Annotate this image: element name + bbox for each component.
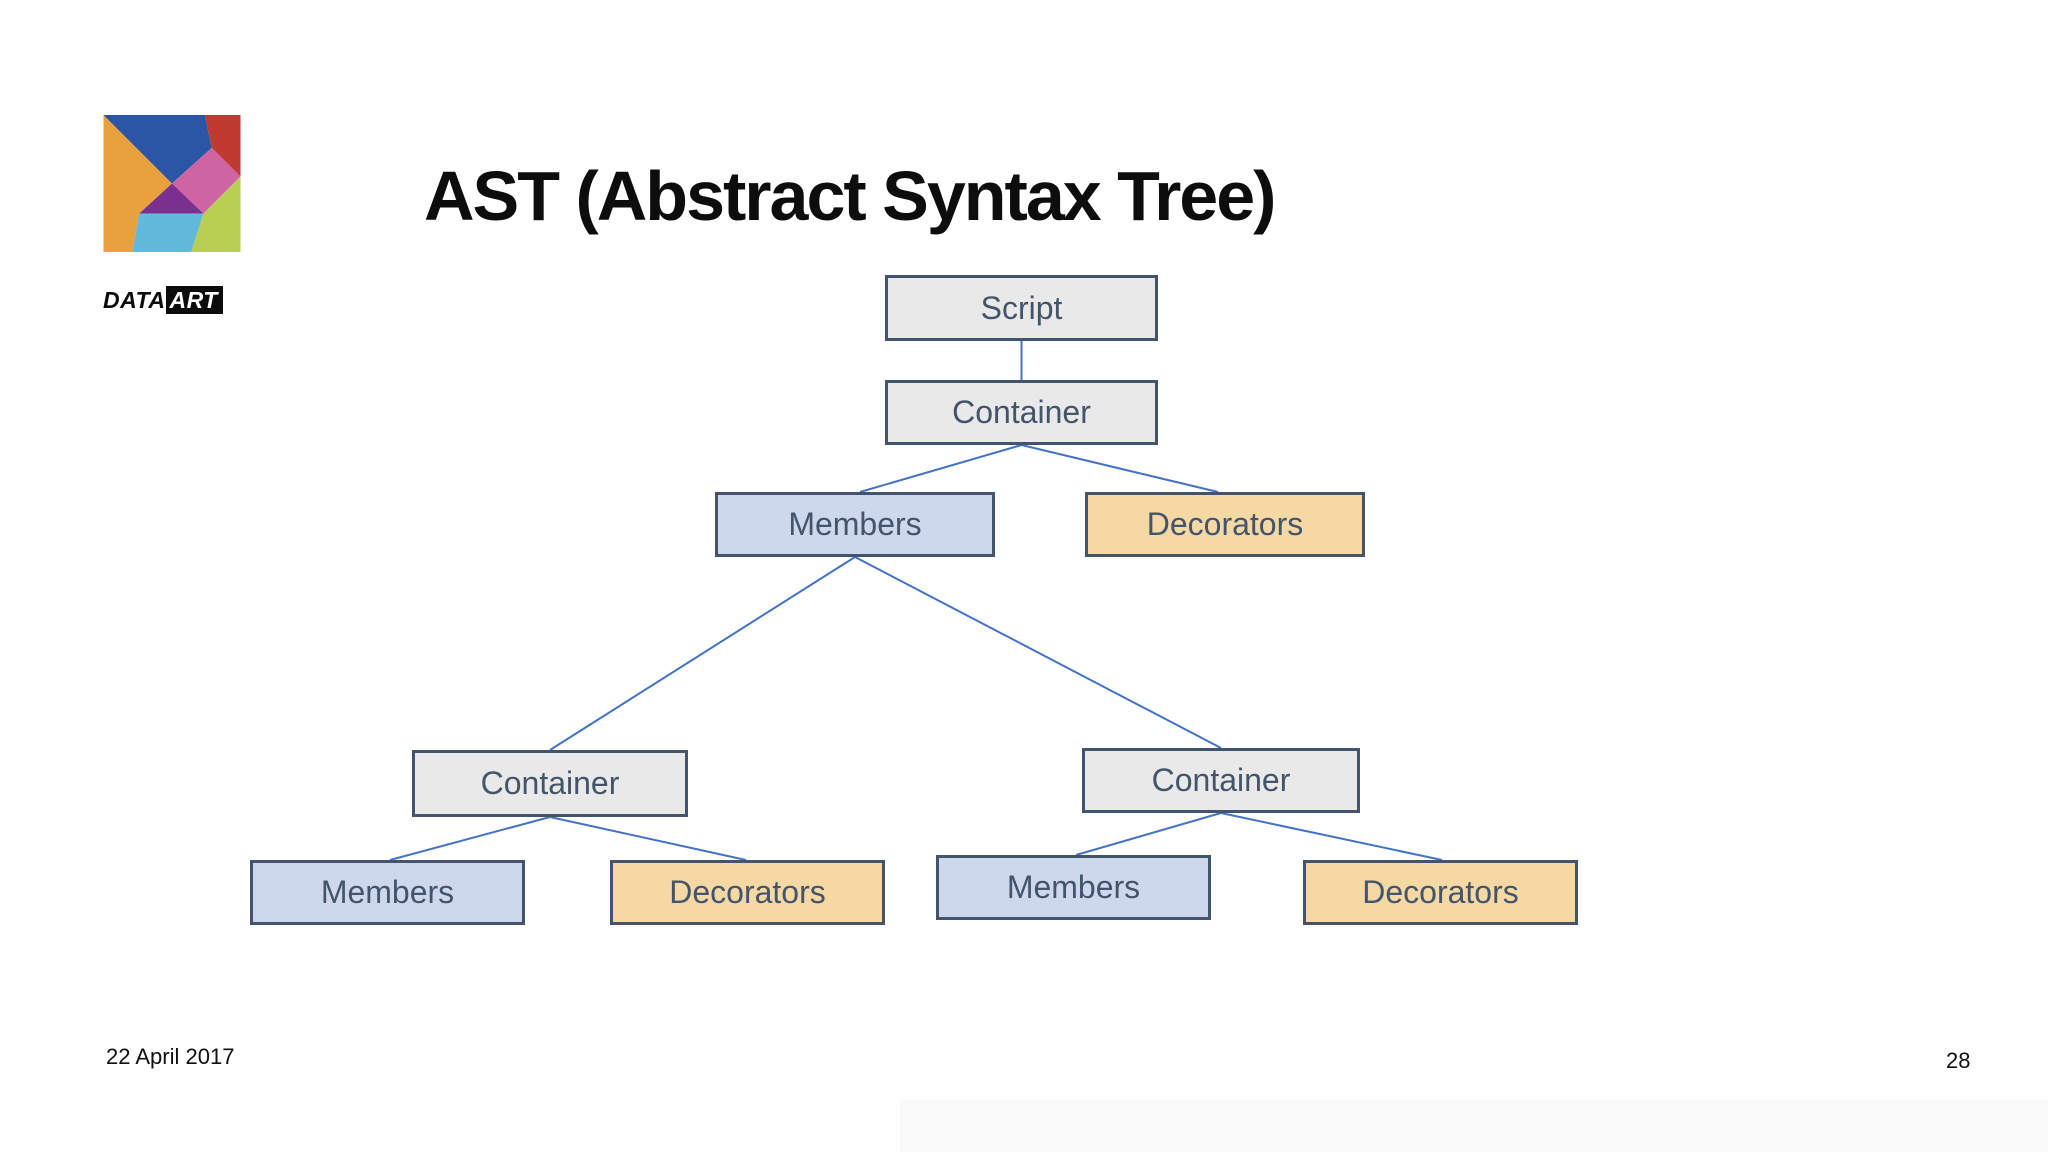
page-number: 28 [1946, 1048, 1971, 1073]
node-decorators-bottom-right: Decorators [1303, 860, 1578, 925]
node-decorators-level2: Decorators [1085, 492, 1365, 557]
node-members-level2: Members [715, 492, 995, 557]
node-decorators-bottom-left: Decorators [610, 860, 885, 925]
node-members-bottom-right: Members [936, 855, 1211, 920]
logo-text-art: ART [166, 286, 223, 314]
node-container-top: Container [885, 380, 1158, 445]
node-container-right: Container [1082, 748, 1360, 813]
node-members-bottom-left: Members [250, 860, 525, 925]
footer-date: 22 April 2017 [106, 1044, 235, 1069]
dataart-logo-icon [103, 115, 241, 252]
node-script: Script [885, 275, 1158, 341]
page-title: AST (Abstract Syntax Tree) [424, 156, 1276, 235]
bottom-strip [900, 1100, 2048, 1152]
logo-text-data: DATA [103, 287, 166, 313]
node-container-left: Container [412, 750, 688, 817]
